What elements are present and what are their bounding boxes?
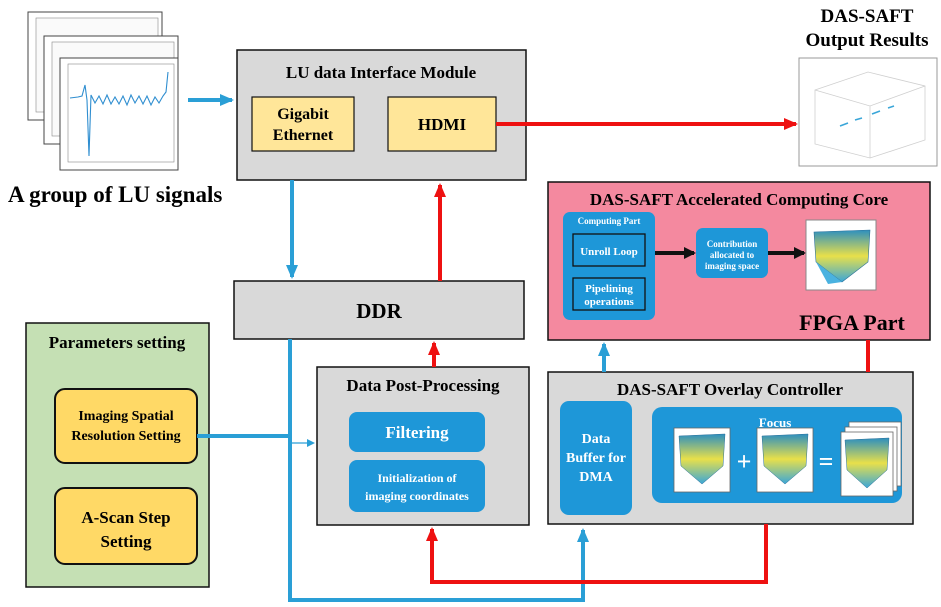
ddr-box: DDR (233, 280, 525, 340)
gigabit-ethernet-box: Gigabit Ethernet (251, 96, 355, 152)
core-image-thumbnail (805, 219, 877, 291)
hdmi-label: HDMI (418, 115, 467, 134)
data-buffer-box: Data Buffer for DMA (560, 401, 632, 515)
lu-interface-module: LU data Interface Module Gigabit Etherne… (236, 49, 527, 181)
overlay-title: DAS-SAFT Overlay Controller (617, 380, 843, 399)
output-point-trace (839, 105, 895, 127)
parameters-setting-panel: Parameters setting Imaging Spatial Resol… (25, 322, 210, 588)
computing-part-label: Computing Part (578, 216, 641, 226)
buffer-line2: Buffer for (566, 451, 626, 466)
gigabit-label-line1: Gigabit (277, 106, 329, 123)
overlay-controller: DAS-SAFT Overlay Controller Data Buffer … (547, 371, 914, 525)
output-3d-plot (798, 57, 938, 167)
ascan-line2: Setting (101, 532, 153, 551)
lu-signal-plots (27, 11, 179, 171)
init-line2: imaging coordinates (365, 489, 469, 503)
filtering-box: Filtering (349, 412, 485, 452)
focus-result-stack (840, 421, 902, 497)
filtering-label: Filtering (385, 423, 449, 442)
parameters-title: Parameters setting (49, 333, 186, 352)
spatial-line1: Imaging Spatial (78, 409, 173, 424)
contribution-box: Contribution allocated to imaging space (696, 228, 768, 278)
equals-sign: = (819, 447, 834, 476)
focus-image-2 (756, 427, 814, 493)
contribution-line1: Contribution (707, 239, 758, 249)
ascan-line1: A-Scan Step (81, 508, 170, 527)
arrow-overlay-to-post (426, 524, 768, 584)
post-title: Data Post-Processing (346, 376, 500, 395)
contribution-line3: imaging space (705, 261, 759, 271)
spatial-line2: Resolution Setting (71, 429, 180, 444)
init-line1: Initialization of (377, 471, 457, 485)
init-coordinates-box: Initialization of imaging coordinates (349, 460, 485, 512)
output-title-line2: Output Results (806, 30, 929, 51)
lu-signal-waveform (69, 71, 169, 157)
fpga-part-label: FPGA Part (799, 310, 905, 335)
plus-sign: + (737, 447, 752, 476)
focus-box: Focus + = (652, 407, 902, 503)
output-title-line1: DAS-SAFT (821, 6, 914, 27)
core-title: DAS-SAFT Accelerated Computing Core (590, 190, 889, 209)
unroll-loop-label: Unroll Loop (580, 246, 638, 258)
buffer-line3: DMA (579, 470, 613, 485)
gigabit-label-line2: Ethernet (273, 127, 334, 144)
ascan-step-box: A-Scan Step Setting (54, 487, 198, 565)
buffer-line1: Data (582, 432, 611, 447)
accelerated-computing-core: DAS-SAFT Accelerated Computing Core Comp… (547, 181, 931, 341)
pipelining-label-line1: Pipelining (585, 283, 633, 295)
focus-label: Focus (759, 415, 792, 430)
signal-plot-front (59, 57, 179, 171)
hdmi-box: HDMI (387, 96, 497, 152)
contribution-line2: allocated to (710, 250, 755, 260)
ddr-label: DDR (356, 299, 402, 323)
lu-signals-caption: A group of LU signals (8, 182, 222, 207)
imaging-spatial-resolution-box: Imaging Spatial Resolution Setting (54, 388, 198, 464)
pipelining-label-line2: operations (584, 296, 634, 308)
computing-part-box: Computing Part Unroll Loop Pipelining op… (563, 212, 655, 320)
data-post-processing: Data Post-Processing Filtering Initializ… (316, 366, 530, 526)
lu-module-title: LU data Interface Module (286, 63, 477, 82)
focus-image-1 (673, 427, 731, 493)
arrow-ddr-to-buffer (288, 339, 589, 602)
